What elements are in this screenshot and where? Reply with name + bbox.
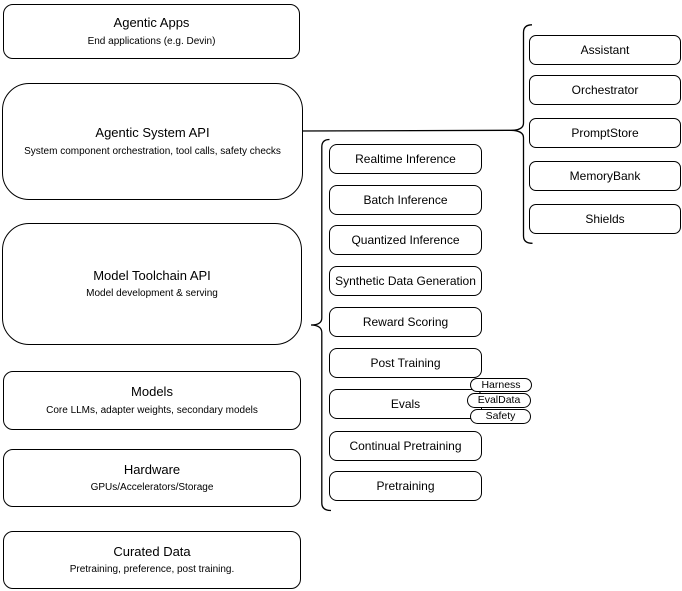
tag-evaldata: EvalData	[467, 393, 531, 408]
node-agentic-system-api: Agentic System API System component orch…	[2, 83, 303, 200]
node-memorybank: MemoryBank	[529, 161, 681, 191]
node-subtitle: System component orchestration, tool cal…	[24, 145, 281, 157]
node-subtitle: Core LLMs, adapter weights, secondary mo…	[46, 404, 258, 416]
node-title: Curated Data	[113, 543, 191, 559]
node-subtitle: GPUs/Accelerators/Storage	[90, 482, 214, 494]
node-assistant: Assistant	[529, 35, 681, 65]
tag-safety: Safety	[470, 409, 531, 424]
node-continual-pretraining: Continual Pretraining	[329, 431, 482, 461]
node-batch-inference: Batch Inference	[329, 185, 482, 215]
node-hardware: Hardware GPUs/Accelerators/Storage	[3, 449, 301, 507]
node-subtitle: Pretraining, preference, post training.	[69, 564, 235, 576]
node-title: Agentic Apps	[113, 15, 190, 31]
node-quantized-inference: Quantized Inference	[329, 225, 482, 255]
system-api-to-components-line	[298, 129, 512, 132]
node-model-toolchain-api: Model Toolchain API Model development & …	[2, 223, 302, 345]
node-evals: Evals	[329, 389, 482, 419]
node-synthetic-data-generation: Synthetic Data Generation	[329, 266, 482, 296]
node-orchestrator: Orchestrator	[529, 75, 681, 105]
node-title: Agentic System API	[95, 125, 210, 141]
toolchain-group-brace	[310, 138, 332, 512]
node-post-training: Post Training	[329, 348, 482, 378]
node-models: Models Core LLMs, adapter weights, secon…	[3, 371, 301, 430]
node-title: Model Toolchain API	[93, 267, 211, 283]
node-pretraining: Pretraining	[329, 471, 482, 501]
node-reward-scoring: Reward Scoring	[329, 307, 482, 337]
tag-harness: Harness	[470, 378, 532, 392]
node-subtitle: Model development & serving	[86, 288, 218, 300]
node-title: Models	[131, 384, 173, 400]
node-realtime-inference: Realtime Inference	[329, 144, 482, 174]
node-shields: Shields	[529, 204, 681, 234]
node-curated-data: Curated Data Pretraining, preference, po…	[3, 531, 301, 589]
node-agentic-apps: Agentic Apps End applications (e.g. Devi…	[3, 4, 300, 59]
node-subtitle: End applications (e.g. Devin)	[87, 35, 216, 47]
node-title: Hardware	[123, 461, 181, 477]
node-promptstore: PromptStore	[529, 118, 681, 148]
